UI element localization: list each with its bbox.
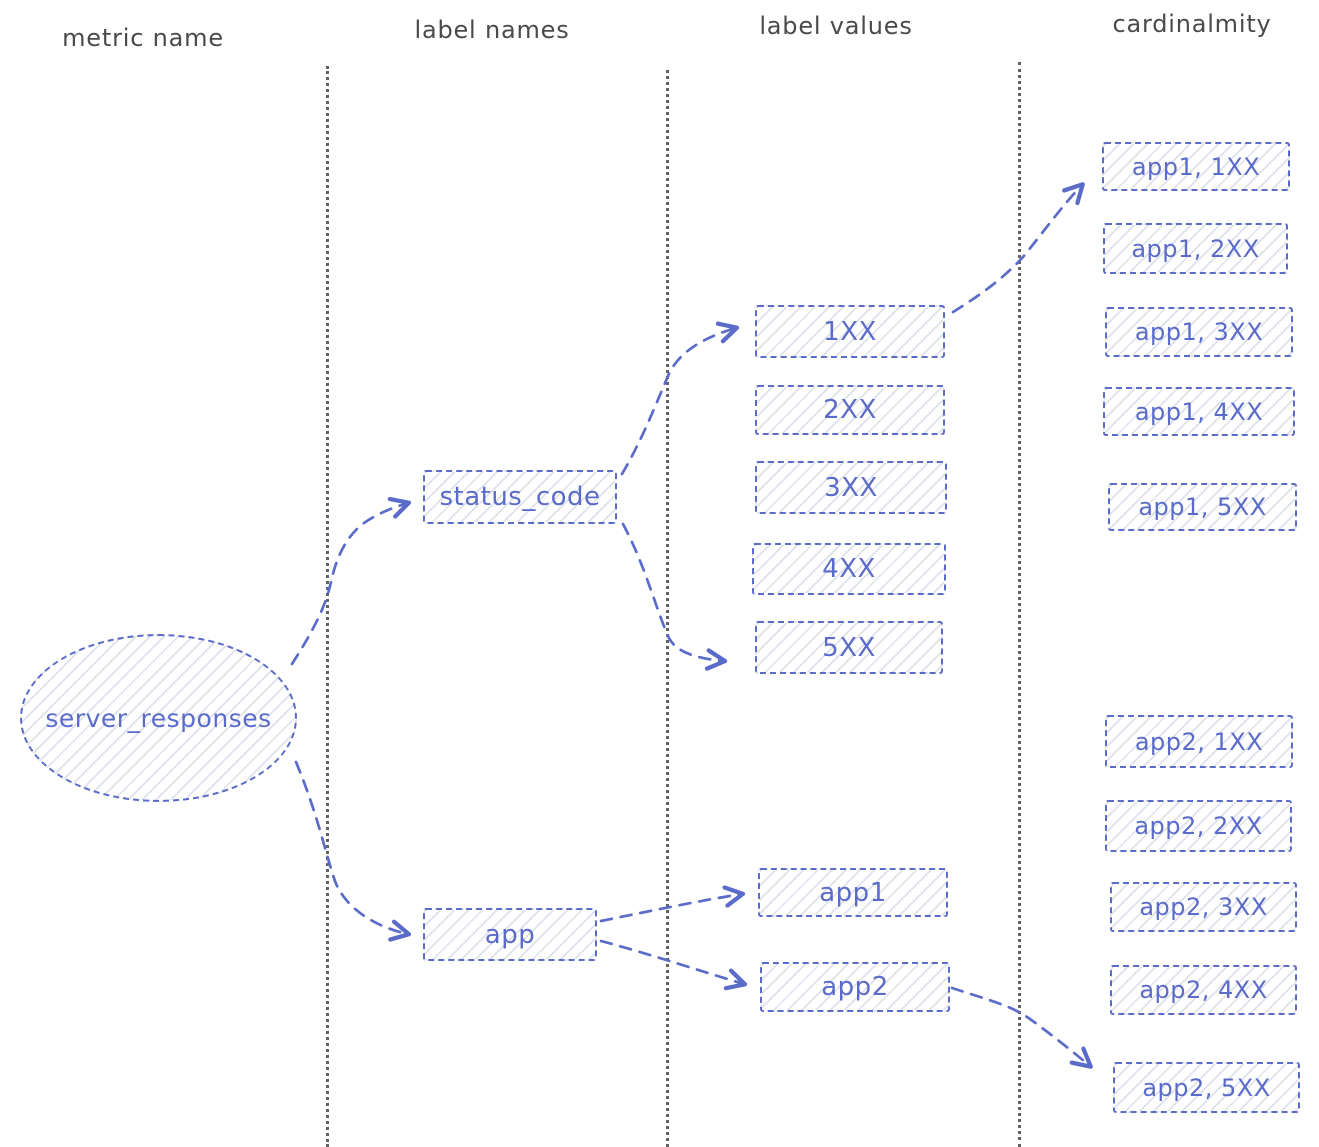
- label-name-box-status-code: status_code: [423, 470, 617, 524]
- cardinality-box-app2-5xx: app2, 5XX: [1113, 1062, 1300, 1113]
- label-name-box-app: app: [423, 908, 597, 961]
- label-value-box-app1: app1: [758, 868, 948, 917]
- cardinality-box-app1-5xx: app1, 5XX: [1108, 483, 1297, 531]
- header-cardinality: cardinalmity: [1112, 10, 1272, 38]
- label-value-box-3xx: 3XX: [755, 461, 947, 514]
- arrow-metric-to-status-code: [290, 496, 412, 666]
- cardinality-box-app2-4xx: app2, 4XX: [1110, 965, 1297, 1015]
- arrow-metric-to-app: [294, 760, 412, 942]
- cardinality-box-app1-2xx: app1, 2XX: [1103, 223, 1288, 274]
- cardinality-box-app1-3xx: app1, 3XX: [1105, 307, 1293, 357]
- label-value-box-app2: app2: [760, 962, 950, 1012]
- label-value-box-2xx: 2XX: [755, 385, 945, 435]
- arrow-app-to-app1: [599, 885, 746, 923]
- arrow-status-code-to-1xx: [620, 321, 740, 476]
- column-divider-3: [1018, 62, 1021, 1147]
- label-value-box-1xx: 1XX: [755, 305, 945, 358]
- label-value-box-4xx: 4XX: [752, 543, 946, 595]
- column-divider-1: [326, 66, 329, 1147]
- label-value-box-5xx: 5XX: [755, 621, 943, 674]
- header-metric-name: metric name: [62, 24, 224, 52]
- cardinality-box-app2-1xx: app2, 1XX: [1105, 715, 1293, 768]
- cardinality-box-app2-2xx: app2, 2XX: [1105, 800, 1292, 852]
- column-divider-2: [666, 70, 669, 1147]
- arrow-status-code-to-5xx: [621, 522, 728, 671]
- cardinality-box-app1-1xx: app1, 1XX: [1102, 142, 1290, 191]
- arrow-app-to-app2: [599, 939, 748, 991]
- cardinality-box-app2-3xx: app2, 3XX: [1110, 882, 1297, 932]
- header-label-names: label names: [414, 16, 570, 44]
- cardinality-box-app1-4xx: app1, 4XX: [1103, 387, 1295, 436]
- metric-ellipse-server-responses: server_responses: [20, 634, 297, 802]
- header-label-values: label values: [759, 12, 913, 40]
- arrow-app2-to-app2-5xx: [950, 986, 1093, 1069]
